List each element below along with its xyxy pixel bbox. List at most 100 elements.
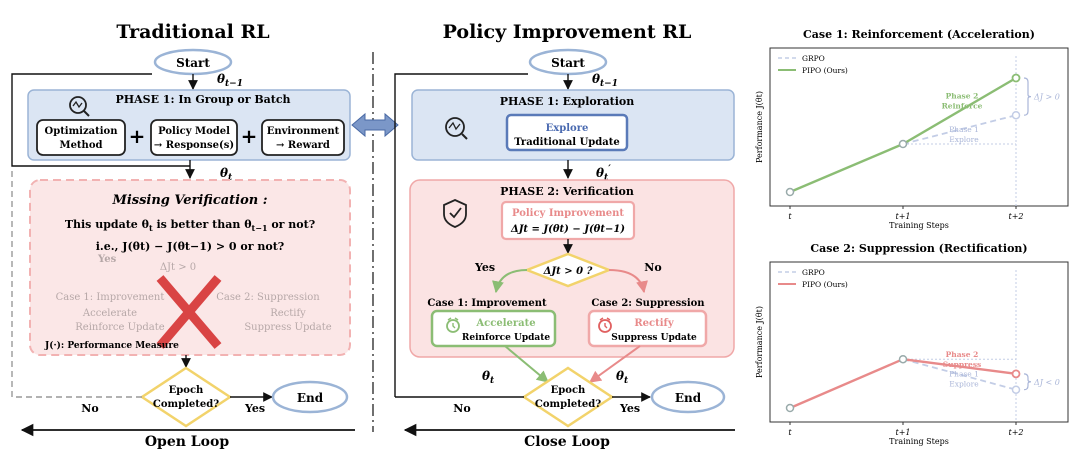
alarm-icon <box>598 317 612 333</box>
pipo-series-line <box>902 76 1017 146</box>
phase1-exploration-title: PHASE 1: Exploration <box>500 95 635 108</box>
epoch-right-line1: Epoch <box>551 385 586 396</box>
x-tick-label: t+1 <box>895 428 910 437</box>
optimization-method-box <box>36 119 126 156</box>
rectify-line2: Suppress Update <box>611 333 697 343</box>
environment-line1: Environment <box>267 126 340 137</box>
theta-t-label-left: θt <box>220 166 233 183</box>
end-node-left <box>271 380 349 414</box>
pipo-point <box>1011 73 1021 83</box>
legend-grpo-label: GRPO <box>802 54 825 63</box>
delta-annotation: ΔJ > 0 <box>1033 93 1060 102</box>
explore-line1: Explore <box>546 123 589 134</box>
end-left-label: End <box>297 391 324 405</box>
policy-improvement-rl-title: Policy Improvement RL <box>443 21 692 43</box>
right-yes-label: Yes <box>619 402 640 415</box>
delta-decision-label: ΔJt > 0 ? <box>543 266 593 277</box>
pipo-point <box>1011 369 1021 379</box>
phase2-annotation: Phase 2 <box>946 350 979 359</box>
plus-sign-1: + <box>129 124 146 148</box>
theta-t-left-arrow-label: θt <box>482 369 495 386</box>
case1-label: Case 1: Improvement <box>427 298 547 309</box>
data-point <box>785 403 795 413</box>
ghost-accelerate: Accelerate <box>82 308 137 319</box>
epoch-left-line1: Epoch <box>169 385 204 396</box>
x-tick-label: t+1 <box>895 212 910 221</box>
yes-label-right: Yes <box>474 261 495 274</box>
x-tick-label: t+2 <box>1008 428 1023 437</box>
search-chart-icon <box>69 96 90 117</box>
ghost-rectify: Rectify <box>270 308 306 319</box>
delta-annotation: ΔJ < 0 <box>1033 378 1060 387</box>
policy-model-line1: Policy Model <box>158 126 230 137</box>
plus-sign-2: + <box>241 124 258 148</box>
data-point <box>898 354 908 364</box>
phase2-annotation: Reinforce <box>942 101 983 110</box>
y-axis-label: Performance J(θt) <box>755 91 764 163</box>
epoch-decision-right <box>521 366 615 428</box>
phase1-annotation: Explore <box>949 379 979 388</box>
rectify-box <box>587 309 708 348</box>
left-no-loop <box>11 170 142 398</box>
environment-box <box>261 119 345 156</box>
epoch-right-line2: Completed? <box>535 399 601 410</box>
explore-line2: Traditional Update <box>514 137 620 148</box>
right-feedback-loop-top <box>394 73 528 397</box>
missing-question: This update θt is better than θt−1 or no… <box>65 218 315 233</box>
phase1-annotation: Phase 1 <box>949 125 979 134</box>
no-red-arrow <box>608 269 648 294</box>
traditional-rl-title: Traditional RL <box>116 21 269 43</box>
case2-label: Case 2: Suppression <box>591 298 705 309</box>
phase1-annotation: Phase 1 <box>949 369 979 378</box>
open-loop-label: Open Loop <box>145 434 229 450</box>
theta-prev-label: θt−1 <box>217 72 243 89</box>
ghost-content: Yes ΔJt > 0 Case 1: Improvement Case 2: … <box>56 254 332 333</box>
search-chart-icon <box>445 117 468 140</box>
theta-t-right-arrow-label: θt <box>616 369 629 386</box>
ghost-delta: ΔJt > 0 <box>160 262 196 273</box>
phase2-title: PHASE 2: Verification <box>500 185 634 198</box>
ghost-case2: Case 2: Suppression <box>216 292 320 303</box>
end-node-right <box>650 380 726 414</box>
optimization-method-line1: Optimization <box>44 126 118 137</box>
end-right-label: End <box>675 391 702 405</box>
rectify-to-epoch-arrow <box>589 345 641 383</box>
data-point <box>785 187 795 197</box>
ghost-suppress: Suppress Update <box>244 322 331 333</box>
policy-model-box <box>150 119 238 156</box>
epoch-left-line2: Completed? <box>153 399 219 410</box>
charts-area: Case 1: Reinforcement (Acceleration) t t+1… <box>755 28 1069 446</box>
no-label-right: No <box>644 261 661 274</box>
legend-pipo-label: PIPO (Ours) <box>802 66 848 75</box>
chart-frame <box>769 47 1069 207</box>
theta-prev-right: θt−1 <box>592 72 618 89</box>
ghost-reinforce: Reinforce Update <box>75 322 164 333</box>
left-feedback-loop-top <box>11 73 190 167</box>
clock-icon <box>446 317 460 333</box>
x-tick-label: t <box>788 428 792 437</box>
explore-box <box>505 113 629 152</box>
accelerate-to-epoch-arrow <box>504 345 549 383</box>
start-label: Start <box>176 56 210 70</box>
x-axis-label: Training Steps <box>889 437 949 446</box>
delta-decision <box>523 252 613 288</box>
chart-title: Case 2: Suppression (Rectification) <box>810 242 1027 255</box>
close-loop-label: Close Loop <box>524 434 610 450</box>
grpo-point <box>1011 385 1021 394</box>
chart-title: Case 1: Reinforcement (Acceleration) <box>803 28 1035 41</box>
grpo-point <box>1011 110 1021 120</box>
shield-check-icon <box>443 199 467 228</box>
missing-ie-formula: i.e., J(θt) − J(θt−1) > 0 or not? <box>96 240 285 253</box>
pipo-series-line <box>902 358 1017 376</box>
ghost-case1: Case 1: Improvement <box>56 292 165 303</box>
rectify-line1: Rectify <box>634 318 674 329</box>
phase1-group-title: PHASE 1: In Group or Batch <box>115 93 290 106</box>
yes-green-arrow <box>492 269 528 294</box>
x-tick-label: t+2 <box>1008 212 1023 221</box>
delta-brace <box>1023 373 1032 391</box>
x-axis-label: Training Steps <box>889 221 949 230</box>
policy-improvement-formula: ΔJt = J(θt) − J(θt−1) <box>510 224 625 235</box>
optimization-method-line2: Method <box>60 140 103 151</box>
double-arrow-icon <box>351 112 399 138</box>
